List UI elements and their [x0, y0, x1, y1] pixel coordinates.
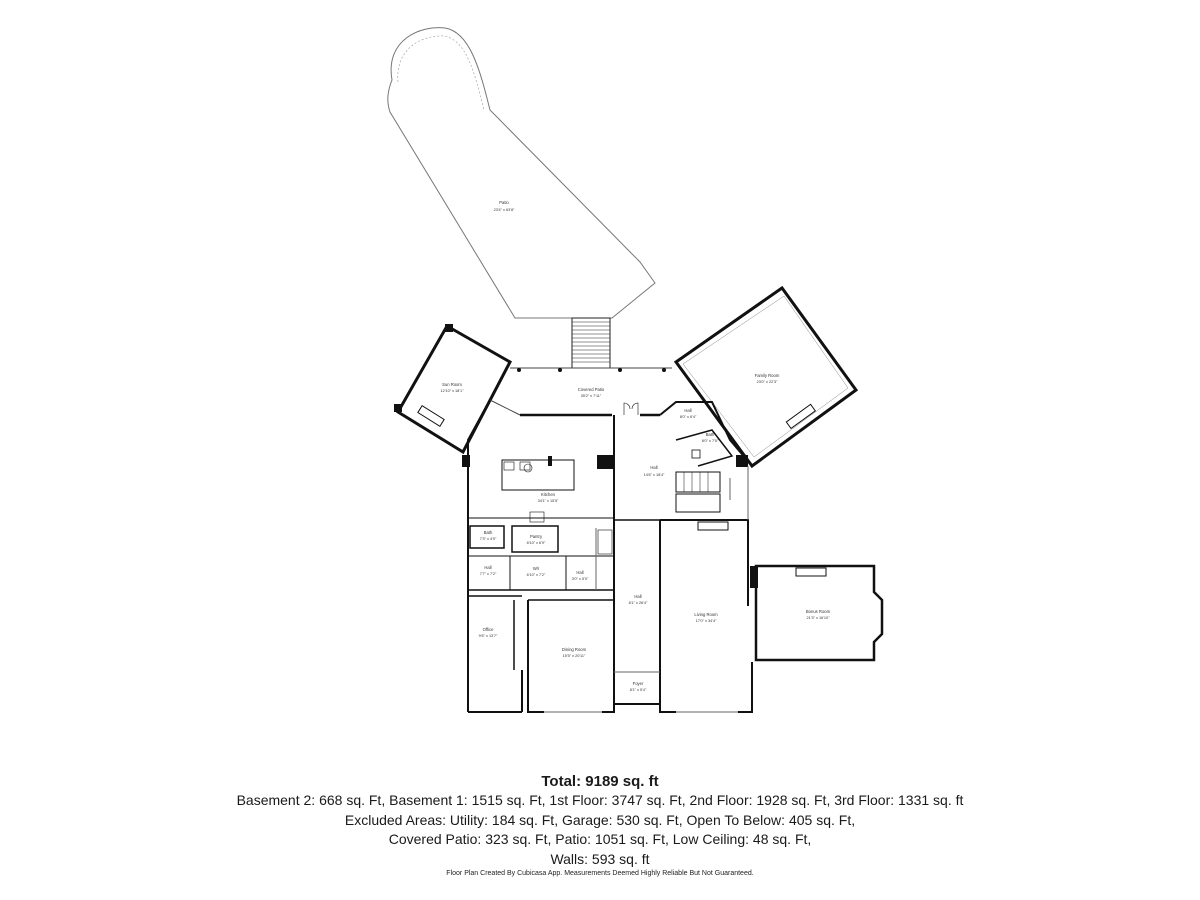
disclaimer: Floor Plan Created By Cubicasa App. Meas… [446, 870, 754, 877]
floor-plan: Patio 23'4" x 63'8" Sun Room 12'10" x 18… [387, 27, 884, 713]
covered-patio-name: Covered Patio [578, 387, 605, 392]
kitchen-name: Kitchen [541, 492, 556, 497]
dining-room-dims: 15'5" x 20'11" [563, 654, 586, 658]
living-room-dims: 17'0" x 34'4" [696, 619, 717, 623]
covered-patio [489, 367, 672, 417]
hall-bath-cluster [659, 401, 753, 467]
bonus-room-name: Bonus Room [806, 609, 831, 614]
total-area: Total: 9189 sq. ft [541, 773, 659, 790]
patio-inner-edge [397, 35, 485, 111]
bonus-room-dims: 21'3" x 16'10" [807, 616, 831, 620]
bath-left-dims: 7'3" x 4'9" [480, 537, 497, 541]
hall-long-dims: 8'1" x 26'4" [629, 601, 648, 605]
wic-dims: 6'10" x 7'2" [527, 573, 546, 577]
hall-small-name: Hall [576, 570, 583, 575]
bath-right-name: Bath [706, 432, 715, 437]
family-room-name: Family Room [755, 373, 780, 378]
hall-left-name: Hall [484, 565, 491, 570]
outdoor-areas: Covered Patio: 323 sq. Ft, Patio: 1051 s… [388, 831, 812, 847]
hall-long-name: Hall [634, 594, 641, 599]
family-room-dims: 23'0" x 22'3" [757, 380, 778, 384]
pantry-dims: 8'10" x 6'9" [527, 541, 546, 545]
patio-dims: 23'4" x 63'8" [494, 208, 515, 212]
hall-upper-dims: 8'0" x 6'4" [680, 415, 697, 419]
kitchen-dims: 34'1" x 15'5" [538, 499, 559, 503]
hall-small-dims: 3'0" x 5'0" [572, 577, 589, 581]
walls-area: Walls: 593 sq. ft [550, 850, 650, 867]
floor-areas: Basement 2: 668 sq. Ft, Basement 1: 1515… [236, 792, 964, 808]
patio-stairs [571, 317, 611, 369]
hall-left-dims: 7'7" x 7'2" [480, 572, 497, 576]
patio-name: Patio [499, 200, 509, 205]
main-walls [462, 399, 884, 713]
foyer-dims: 8'1" x 5'4" [630, 688, 647, 692]
hall-center-name: Hall [650, 465, 657, 470]
office-dims: 9'6" x 13'7" [479, 634, 498, 638]
dining-room-name: Dining Room [562, 647, 587, 652]
hall-upper-name: Hall [684, 408, 691, 413]
excluded-areas: Excluded Areas: Utility: 184 sq. Ft, Gar… [344, 811, 856, 828]
room-labels: Patio 23'4" x 63'8" Sun Room 12'10" x 18… [441, 200, 831, 692]
bath-right-dims: 8'0" x 7'5" [702, 439, 719, 443]
sun-room-walls [394, 323, 512, 455]
covered-patio-dims: 35'2" x 7'11" [581, 394, 602, 398]
foyer-name: Foyer [633, 681, 644, 686]
pantry-name: Pantry [530, 534, 543, 539]
area-summary: Total: 9189 sq. ft Basement 2: 668 sq. F… [0, 772, 1200, 869]
patio-outline [387, 27, 656, 319]
wic-name: W/I [533, 566, 539, 571]
office-name: Office [483, 627, 495, 632]
living-room-name: Living Room [694, 612, 718, 617]
sun-room-name: Sun Room [442, 382, 462, 387]
bath-left-name: Bath [484, 530, 493, 535]
sun-room-dims: 12'10" x 18'1" [441, 389, 465, 393]
hall-center-dims: 14'6" x 18'4" [644, 473, 665, 477]
